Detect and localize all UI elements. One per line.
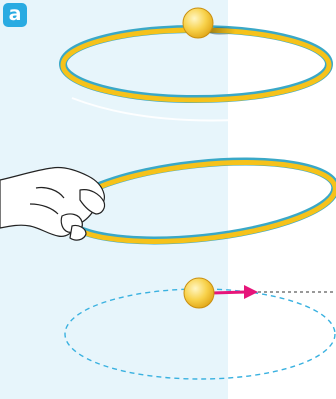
velocity-arrow-shaft bbox=[211, 290, 247, 295]
velocity-arrow-head bbox=[244, 285, 258, 299]
white-background bbox=[228, 0, 336, 399]
hand-icon bbox=[0, 166, 106, 241]
panel-label-badge: a bbox=[3, 3, 27, 27]
ball-top-shadow bbox=[208, 27, 236, 35]
ring-top-band bbox=[60, 27, 332, 103]
ball-top bbox=[182, 7, 214, 39]
ring-top-scene bbox=[59, 7, 333, 122]
hand-ring-scene bbox=[0, 157, 336, 245]
ball-path-scene bbox=[64, 277, 336, 380]
ball-bottom bbox=[183, 277, 215, 309]
ring-motion-trace bbox=[71, 97, 269, 122]
